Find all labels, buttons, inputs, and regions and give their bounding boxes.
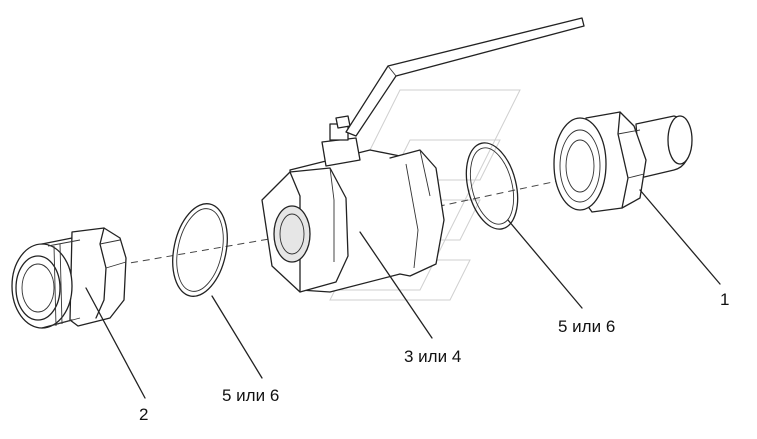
label-valve-body: 3 или 4 [404, 347, 461, 366]
gasket-right [465, 142, 519, 230]
label-gasket-left: 5 или 6 [222, 386, 279, 405]
leader-lines [85, 189, 721, 399]
fitting-part-2 [11, 227, 127, 329]
label-part-1: 1 [720, 290, 729, 309]
valve-body [261, 17, 585, 293]
label-gasket-right: 5 или 6 [558, 317, 615, 336]
gasket-left [172, 203, 228, 297]
label-part-2: 2 [139, 405, 148, 424]
fitting-part-1 [553, 111, 693, 213]
